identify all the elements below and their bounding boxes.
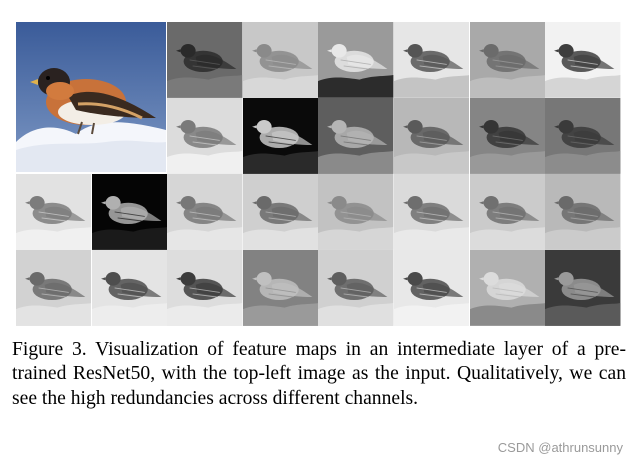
feature-map-3-5 [394, 250, 470, 326]
feature-map-3-6 [469, 250, 545, 326]
feature-map-2-0 [16, 174, 92, 250]
feature-map-0-5 [394, 22, 470, 98]
input-bird-graphic [16, 22, 166, 172]
feature-map-2-6 [469, 174, 545, 250]
feature-map-1-3 [242, 98, 319, 174]
feature-map-1-5 [394, 98, 470, 174]
watermark-text: CSDN @athrunsunny [497, 440, 623, 455]
feature-map-3-0 [16, 250, 92, 326]
input-bird-image [16, 22, 166, 172]
feature-map-0-2 [167, 22, 243, 98]
feature-map-1-7 [545, 98, 621, 174]
feature-map-1-4 [318, 98, 394, 174]
feature-map-3-7 [545, 250, 621, 326]
feature-map-1-2 [167, 98, 243, 174]
figure-caption: Figure 3. Visualization of feature maps … [12, 339, 626, 409]
feature-map-2-3 [242, 174, 319, 250]
feature-map-1-6 [469, 98, 545, 174]
feature-map-0-7 [545, 22, 621, 98]
feature-map-0-3 [242, 22, 319, 98]
feature-map-figure [16, 22, 621, 326]
feature-map-0-4 [318, 22, 394, 98]
feature-map-3-2 [167, 250, 243, 326]
feature-map-3-4 [318, 250, 394, 326]
feature-map-2-4 [318, 174, 394, 250]
feature-map-2-2 [167, 174, 243, 250]
feature-map-2-7 [545, 174, 621, 250]
feature-map-3-3 [242, 250, 319, 326]
feature-map-0-6 [469, 22, 545, 98]
feature-map-2-5 [394, 174, 470, 250]
feature-map-2-1 [91, 174, 167, 250]
feature-map-3-1 [91, 250, 167, 326]
